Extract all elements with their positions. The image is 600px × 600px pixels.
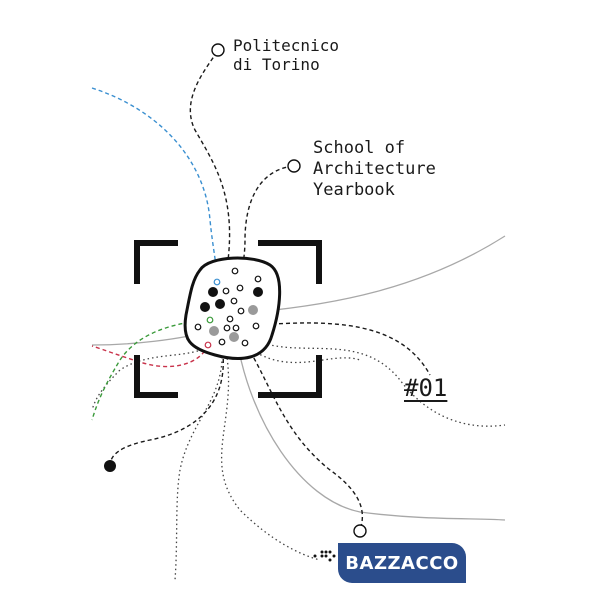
institution-label: Politecnico di Torino — [233, 36, 339, 74]
publisher-logo: BAZZACCO — [338, 543, 466, 583]
yearbook-title: School of Architecture Yearbook — [313, 138, 436, 200]
dashed-path-bottom-left — [109, 344, 224, 467]
dotted-path-3 — [91, 344, 211, 411]
frame-brackets — [134, 240, 322, 398]
publisher-name: BAZZACCO — [345, 552, 459, 574]
dotted-path-1 — [254, 339, 506, 427]
gray-path-right — [254, 235, 506, 313]
dotted-path-5 — [244, 344, 361, 364]
dashed-path-issue — [257, 322, 431, 376]
dashed-path-publisher — [242, 339, 363, 531]
issue-number: #01 — [404, 374, 448, 402]
dashed-path-uni — [189, 51, 231, 281]
node-dots — [194, 267, 263, 349]
green-path — [91, 319, 211, 421]
red-path — [91, 344, 209, 368]
dotted-path-2 — [221, 344, 321, 561]
dotted-path-4 — [174, 347, 223, 581]
blue-path — [91, 87, 218, 283]
school-marker — [287, 159, 301, 173]
uni-marker — [211, 43, 225, 57]
gray-path-bottom — [236, 339, 506, 521]
start-dot — [104, 460, 116, 472]
publisher-marker — [353, 524, 367, 538]
braille-dots — [313, 550, 336, 562]
central-node — [183, 256, 282, 360]
